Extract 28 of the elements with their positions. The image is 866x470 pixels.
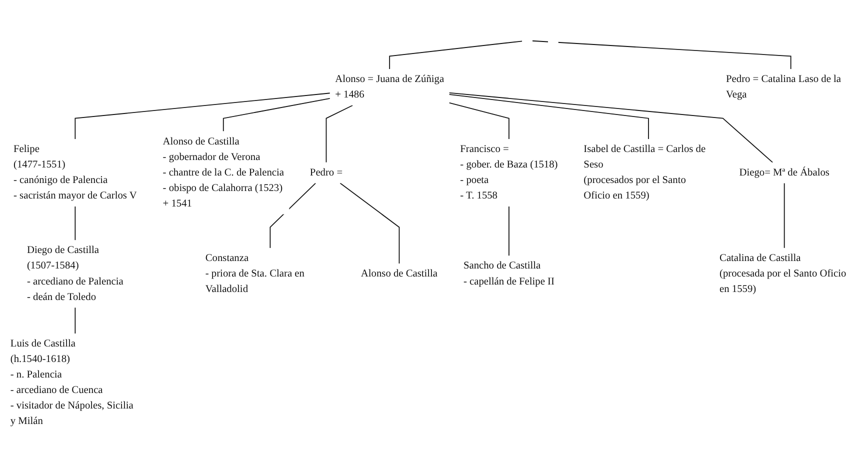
node-text: Alonso = Juana de Zúñiga + 1486 <box>335 74 444 100</box>
connector <box>508 206 510 256</box>
node-text: Francisco = - gober. de Baza (1518) - poeta - T. 1558 <box>460 144 558 202</box>
connector <box>74 206 76 241</box>
node-text: Felipe (1477-1551) - canónigo de Palencia - sacristán mayor de Carlos V <box>14 144 137 202</box>
node-text: Isabel de Castilla = Carlos de Seso (procesados por el Santo Oficio en 1559) <box>584 144 706 202</box>
node-text: Catalina de Castilla (procesada por el Santo Oficio en 1559) <box>720 252 846 295</box>
node-text: Alonso de Castilla <box>360 268 438 280</box>
connector <box>448 92 774 163</box>
connector <box>784 182 785 248</box>
connector <box>448 102 510 140</box>
connector <box>532 40 792 70</box>
node-text: Sancho de Castilla - capellán de Felipe II <box>463 260 554 287</box>
node-text: Diego de Castilla (1507-1584) - arcediano de Palencia - deán de Toledo <box>26 244 124 302</box>
connector <box>340 182 400 264</box>
node-text: Alonso de Castilla - gobernador de Verona - chantre de la C. de Palencia - obispo de Calahorra (1523) + 1541 <box>162 136 284 210</box>
connector <box>222 98 330 132</box>
connector <box>389 40 523 70</box>
connector <box>74 92 330 140</box>
node-text: Diego= Mª de Ábalos <box>739 166 830 178</box>
connector <box>270 182 316 248</box>
node-text: Constanza - priora de Sta. Clara en Valladolid <box>205 252 304 295</box>
connector <box>74 307 76 334</box>
node-text: Luis de Castilla (h.1540-1618) - n. Palencia - arcediano de Cuenca - visitador de Nápoles, Sicilia y Milán <box>10 338 134 427</box>
node-text: Pedro = <box>310 166 343 178</box>
node-text: Pedro = Catalina Laso de la Vega <box>726 74 841 100</box>
connector <box>326 104 354 163</box>
connector <box>448 94 649 140</box>
